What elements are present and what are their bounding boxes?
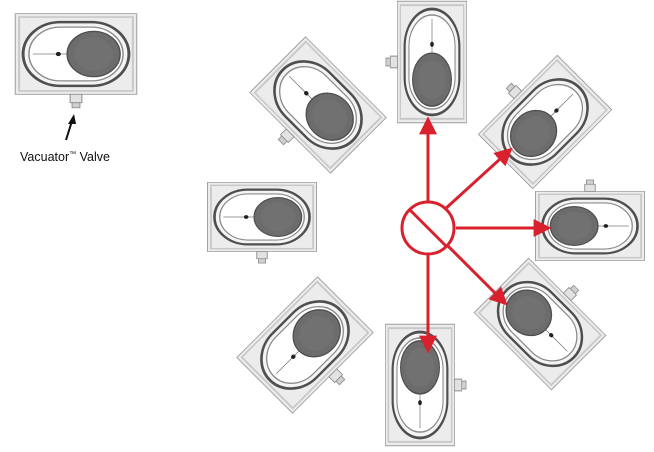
cleaner-lower-right-icon [473,247,617,391]
callout-suffix: Valve [76,150,110,164]
arrow-upper-right-icon [442,147,513,212]
callout-name: Vacuator [20,150,70,164]
cleaner-bottom-icon [383,322,468,448]
cleaner-top-icon [384,0,469,125]
cleaner-upper-left-icon [239,35,388,184]
arrow-lower-right-icon [444,242,508,306]
vacuator-valve-label: Vacuator™ Valve [20,150,160,164]
prohibited-circle-icon [400,200,456,256]
pointer-arrow-icon [65,114,76,141]
callout-trademark: ™ [69,150,77,158]
cleaner-lower-left-icon [235,275,384,424]
direction-arrows [419,116,552,354]
cleaner-right-icon [534,178,646,262]
cleaner-left-icon [206,181,318,265]
reference-cleaner-icon [13,12,139,110]
